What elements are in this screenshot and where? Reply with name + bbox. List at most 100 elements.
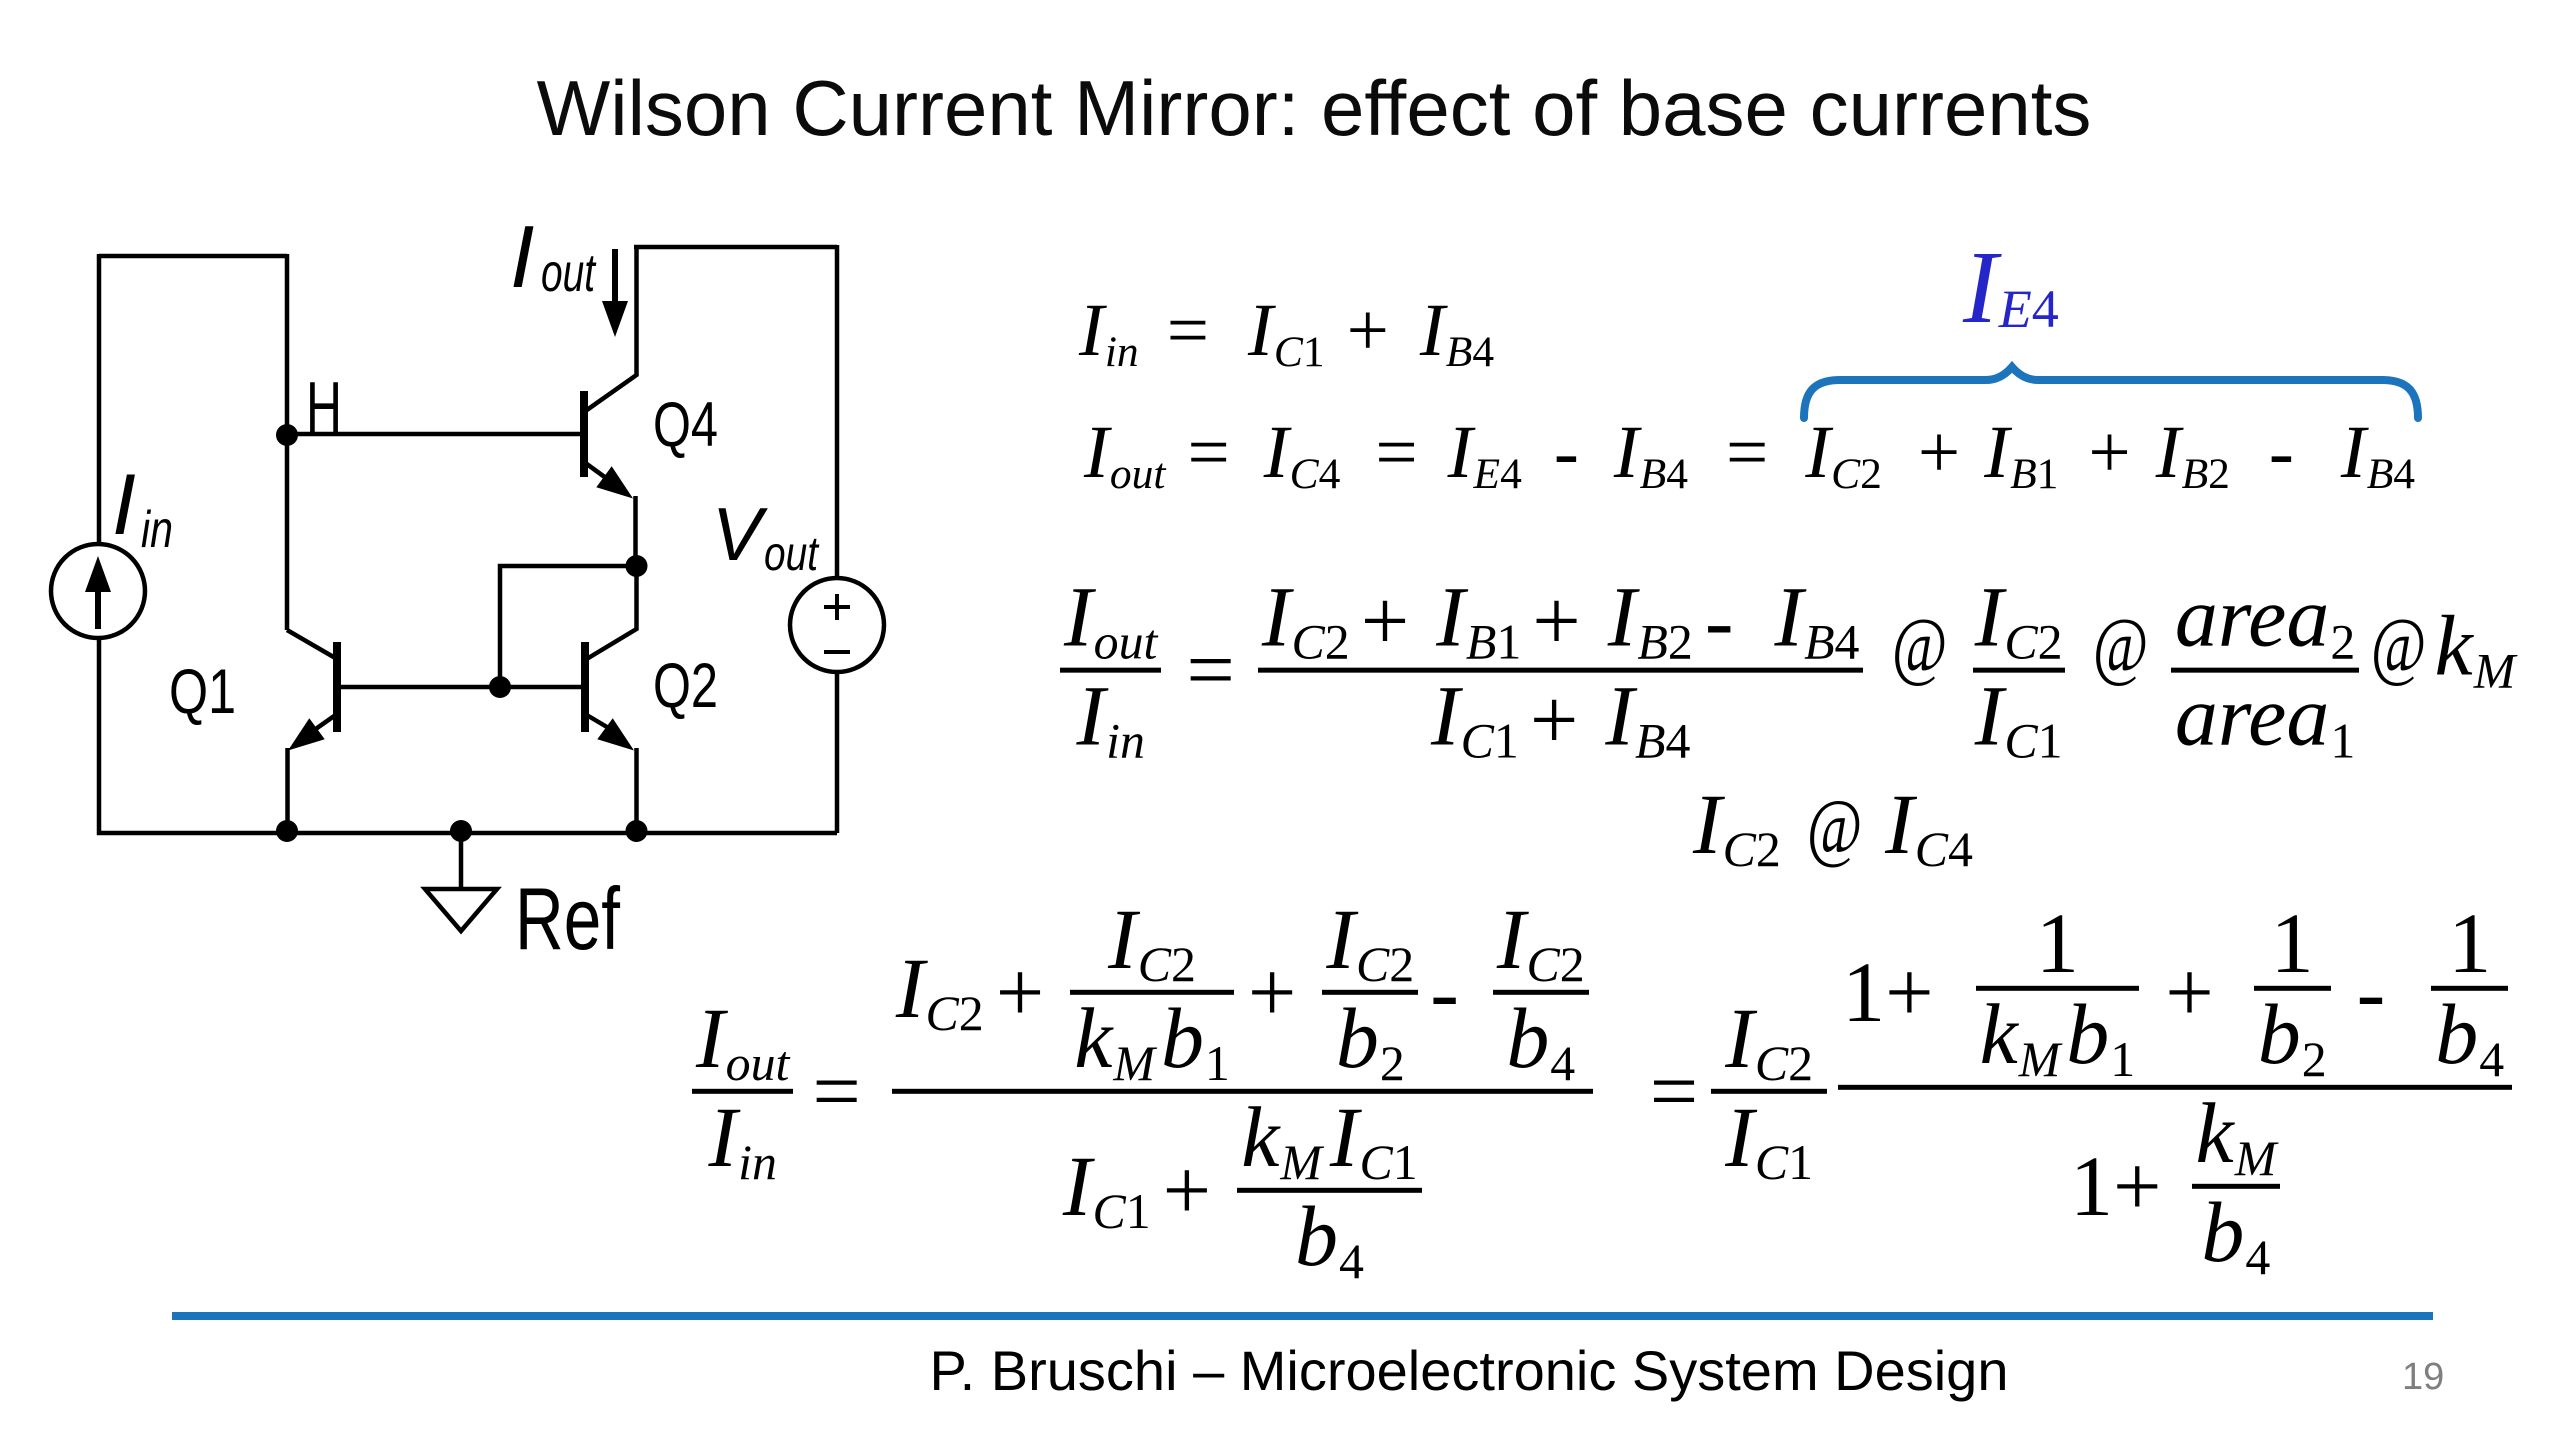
math-token: 1 [1493,713,1519,769]
term-one-plus: 1+ [1842,944,1934,1041]
math-token: C [1137,936,1172,992]
node-rail-right-dot [625,820,648,842]
math-token: I [1326,890,1356,987]
equation-ic2-ic4: IC2@IC4 [1693,781,1973,875]
math-token: k [2434,598,2473,695]
math-token: k [1241,1088,1280,1185]
node-h-dot [276,424,298,446]
math-token: I [1693,776,1722,872]
math-token: I [1079,289,1104,372]
math-token: C [1460,713,1494,769]
term-ic2: IC2 [1725,995,1813,1089]
math-token: 4 [1318,450,1341,499]
footer-text: P. Bruschi – Microelectronic System Desi… [929,1339,2009,1402]
math-token: I [1436,568,1465,665]
term-ic1: IC1 [1330,1094,1418,1188]
overbrace [1800,360,2422,422]
subscript: C4 [1915,822,1973,877]
math-token: I [2340,411,2366,494]
subscript: C4 [1290,450,1341,498]
numerator: IC2 [1711,995,1827,1089]
subscript: 1 [2330,713,2355,768]
equation-line1: Iin=IC1+IB4 [1079,293,1494,375]
subscript: out [1110,450,1166,498]
term-ic2: IC2 [1108,896,1196,990]
label-q4: Q4 [653,390,718,460]
equals: = [1649,1043,1699,1139]
subscript: B1 [1466,615,1521,670]
subscript: B4 [2367,450,2415,498]
subscript: M [1113,1036,1155,1091]
math-token: 1 [2270,894,2314,991]
subscript: 1 [1205,1036,1230,1091]
term-ic2: IC2 [1497,896,1585,990]
math-token: I [1496,890,1526,987]
label-vout-main: V [712,492,768,576]
subscript: B2 [2182,450,2230,498]
math-token: I [1605,667,1634,764]
math-token: out [1109,450,1166,499]
math-token: I [1248,289,1273,372]
math-token: b [2257,985,2301,1082]
label-iin-main: I [112,457,136,553]
math-token: 1 [1302,328,1325,377]
subscript: C2 [1831,450,1882,498]
numerator: IC2+IB1+IB2-IB4 [1258,574,1864,668]
math-token: 4 [2031,279,2059,340]
math-token: B [2181,450,2209,499]
term-iin: Iin [1076,673,1144,767]
math-token: 2 [2301,1031,2327,1087]
math-token: 4 [2245,1229,2271,1285]
approx-symbol: @ [2371,602,2427,689]
math-token: in [1104,328,1139,377]
term-area2: area2 [2175,574,2355,668]
plus: + [1529,671,1579,768]
label-vout-sub: out [764,528,819,581]
plus: + [1247,944,1297,1041]
current-source-arrowhead [85,556,111,592]
math-token: C [1289,450,1319,499]
node-rail-center-dot [450,820,472,842]
voltage-source-plus [824,594,850,620]
subscript: in [738,1134,777,1189]
math-token: 2 [1755,821,1781,877]
math-token: B [1445,328,1473,377]
math-token: I [1774,568,1804,665]
equation-line2: Iout=IC4=IE4-IB4=IC2+IB1+IB2-IB4 [1084,415,2415,497]
denominator: b2 [2253,985,2331,1087]
subscript: 4 [2245,1229,2270,1284]
math-token: B [1637,614,1668,670]
label-iout-main: I [510,207,534,306]
plus: + [2088,411,2131,494]
term-ib4: IB4 [2340,411,2415,496]
subscript: C2 [1292,615,1350,670]
math-token: I [1805,411,1831,494]
label-h: H [306,368,342,448]
math-token: 4 [1500,450,1522,499]
term-km: kM [1980,991,2061,1085]
math-token: 2 [1389,936,1415,992]
plus: + [1346,289,1389,372]
term-iout: Iout [1064,574,1157,668]
subscript: B4 [1804,615,1859,670]
equals: = [1187,411,1230,494]
math-token: E [1473,450,1501,499]
denominator: area1 [2170,667,2360,768]
denominator: b4 [1492,989,1589,1089]
subscript: C2 [2004,615,2062,670]
math-token: 4 [1948,821,1973,877]
subscript: 2 [1380,1036,1405,1091]
math-token: I [1984,411,2010,494]
term-ib4: IB4 [1774,574,1859,668]
math-token: 4 [1665,713,1691,769]
denominator: b4 [2191,1183,2281,1284]
circuit-wires [48,244,887,935]
math-token: b [1335,989,1379,1086]
brace-label-ie4: IE4 [1963,236,2059,340]
